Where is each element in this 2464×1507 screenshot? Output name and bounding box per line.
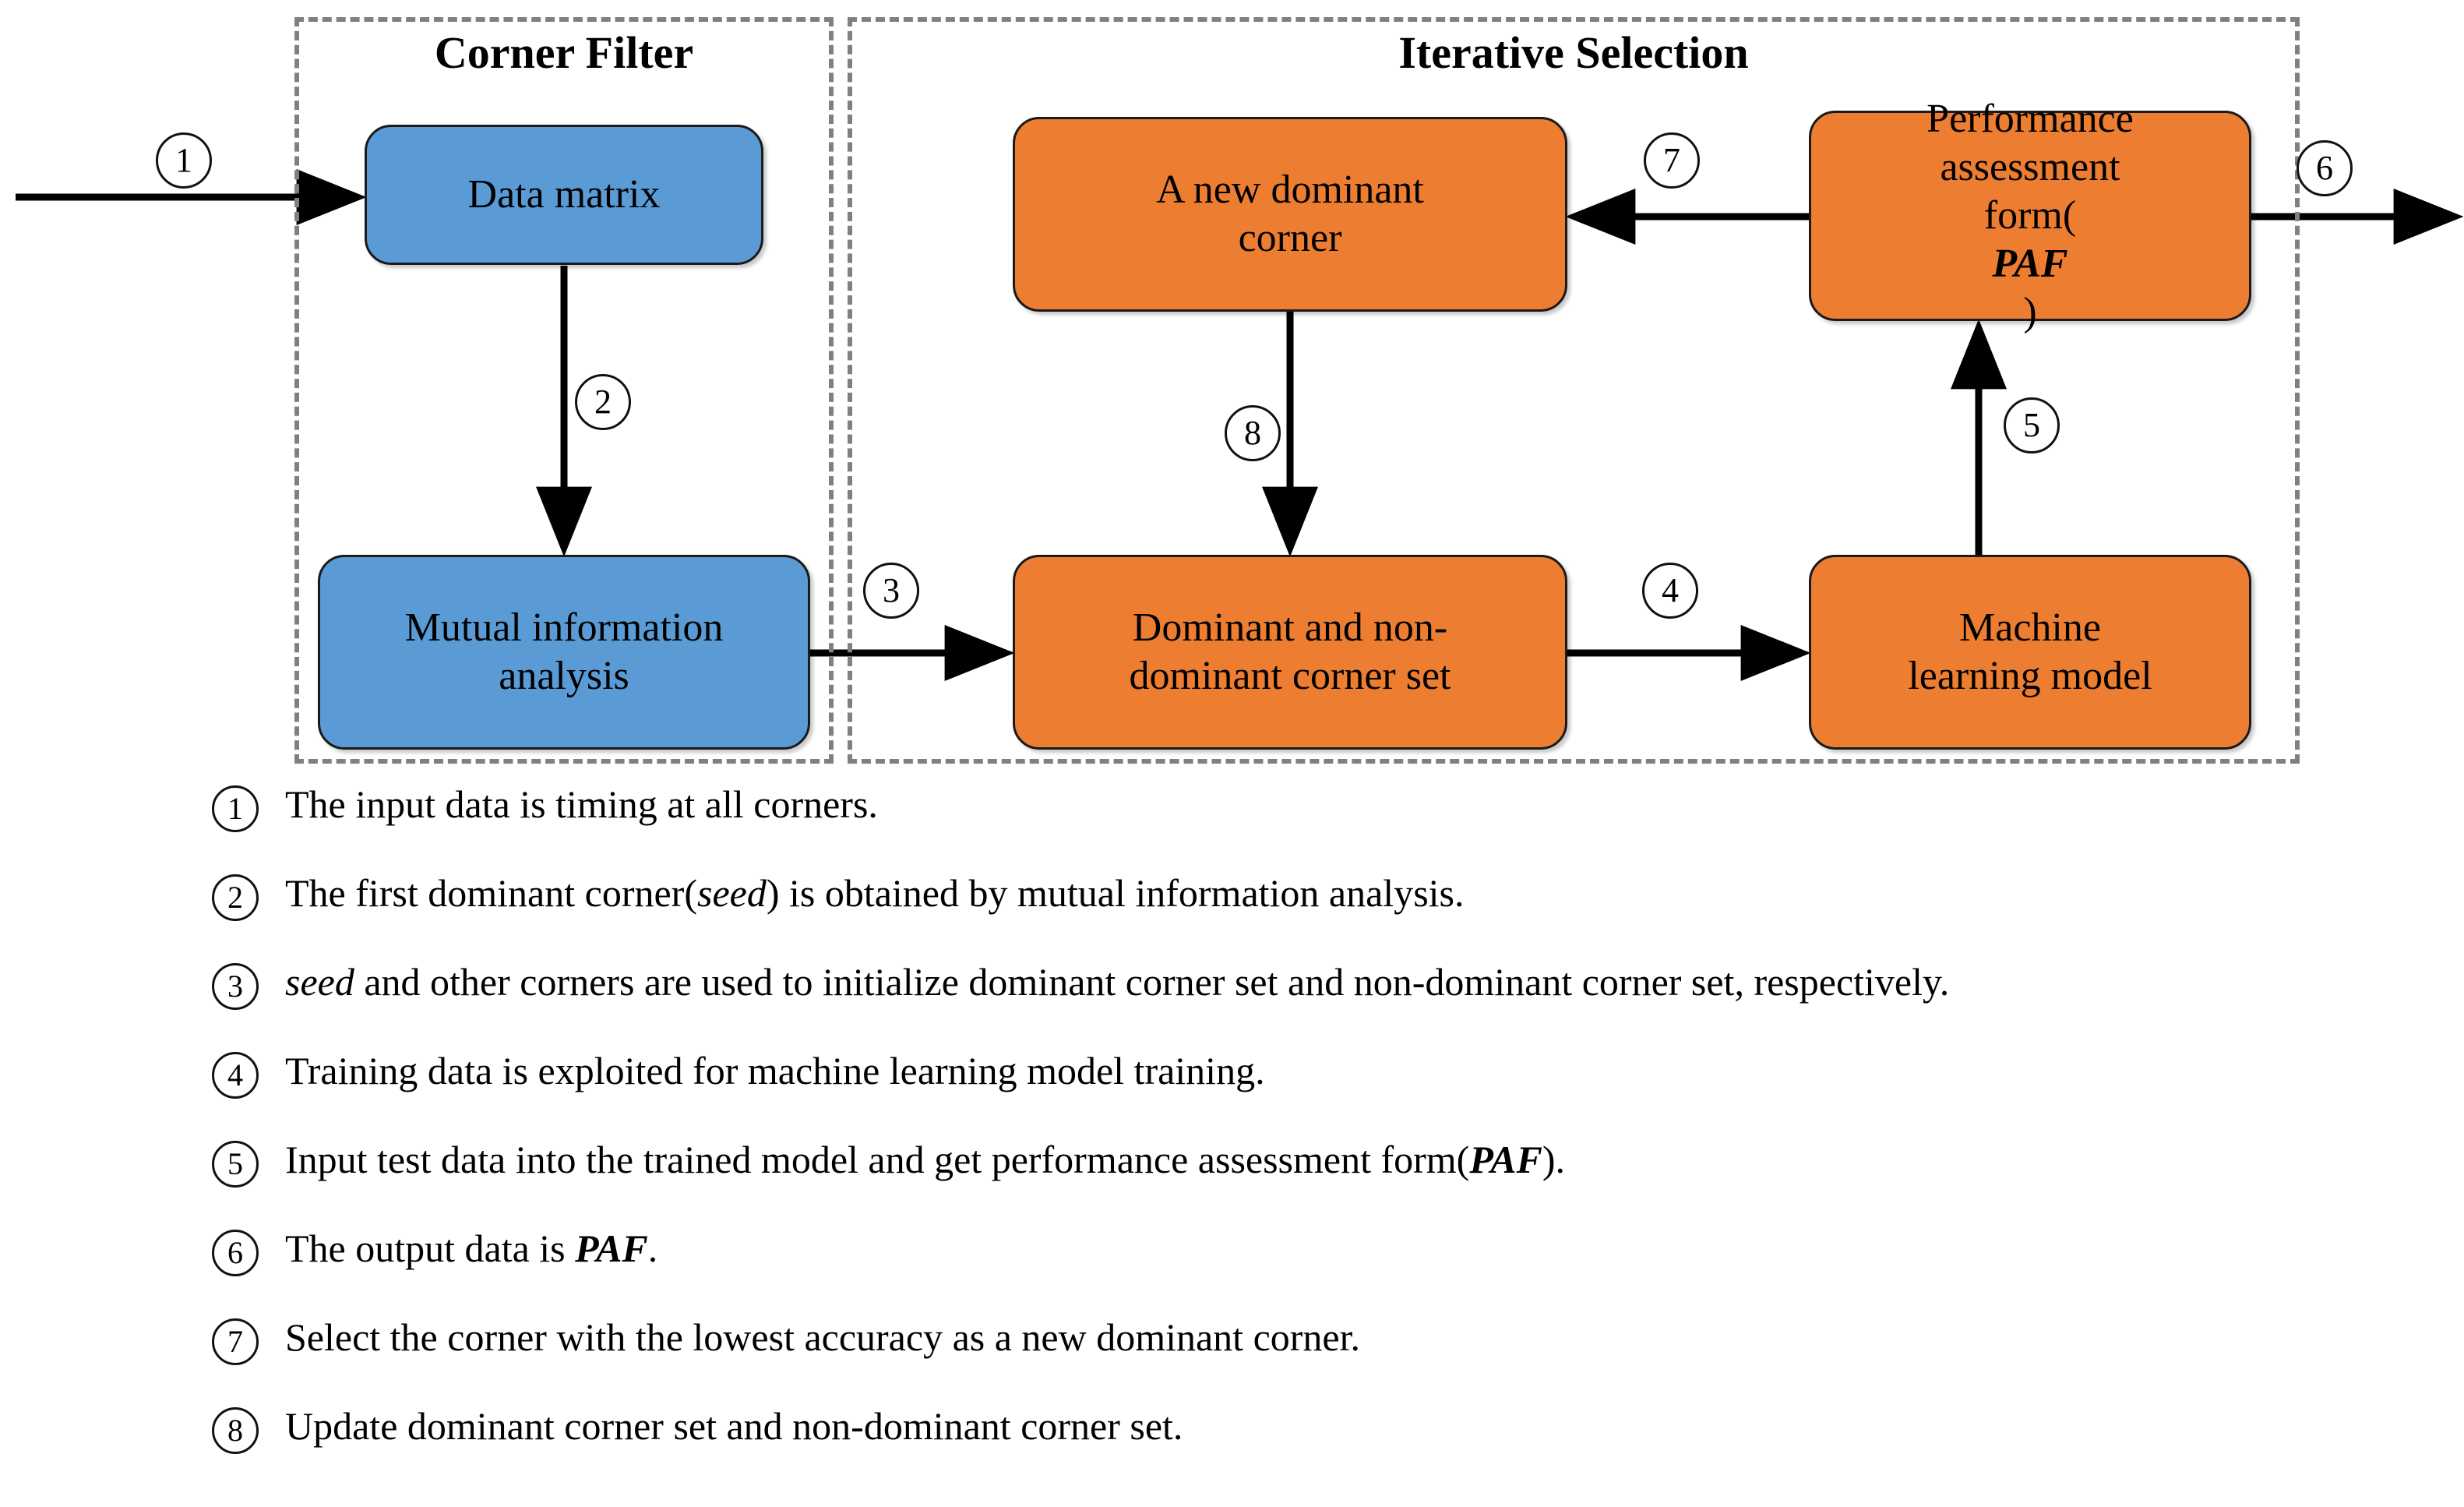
group-panel-iterative-selection [848,17,2300,764]
node-machine-learning-model[interactable]: Machine learning model [1809,555,2251,750]
legend-marker-8: 8 [212,1407,259,1454]
group-panel-corner-filter [294,17,834,764]
step-marker-4: 4 [1642,563,1698,619]
legend-item: 1 The input data is timing at all corners… [0,779,2464,868]
legend-text-8: Update dominant corner set and non-domin… [285,1404,1183,1448]
legend-text-3: seed and other corners are used to initi… [285,960,1950,1004]
legend-marker-2: 2 [212,874,259,921]
node-paf-label-line1: Performance [1926,97,2134,141]
step-marker-7: 7 [1644,132,1700,189]
node-corner-set-label-line2: dominant corner set [1129,654,1451,698]
legend-marker-6: 6 [212,1230,259,1276]
legend-marker-1: 1 [212,785,259,832]
legend-marker-5: 5 [212,1141,259,1188]
legend-text-7: Select the corner with the lowest accura… [285,1315,1361,1359]
node-a-new-dominant-corner[interactable]: A new dominant corner [1013,117,1567,312]
node-performance-assessment-form[interactable]: Performance assessment form(PAF) [1809,97,2251,334]
step-marker-5: 5 [2004,397,2060,454]
node-mutual-information-analysis[interactable]: Mutual information analysis [318,555,810,750]
node-dominant-and-non-dominant-corner-set[interactable]: Dominant and non- dominant corner set [1013,555,1567,750]
node-new-dominant-label-line2: corner [1238,216,1342,260]
legend-marker-7: 7 [212,1318,259,1365]
legend-text-4: Training data is exploited for machine l… [285,1049,1265,1092]
legend-item: 4 Training data is exploited for machine … [0,1046,2464,1135]
legend-marker-4: 4 [212,1052,259,1099]
legend-item: 5 Input test data into the trained model … [0,1135,2464,1223]
node-paf-label-line2: assessment [1940,145,2120,189]
legend-item: 7 Select the corner with the lowest accur… [0,1312,2464,1401]
node-mutual-info-label-line1: Mutual information [404,605,724,650]
node-corner-set-label-line1: Dominant and non- [1132,605,1448,650]
flowchart-diagram: Corner Filter Iterative Selection Data m… [16,17,2464,764]
legend-list: 1 The input data is timing at all corners… [0,779,2464,1490]
node-ml-model-label-line2: learning model [1908,654,2152,698]
legend-item: 2 The first dominant corner(seed) is obta… [0,868,2464,957]
node-ml-model-label-line1: Machine [1959,605,2101,650]
node-mutual-info-label-line2: analysis [499,654,629,698]
arrow-layer [16,169,2464,681]
step-marker-3: 3 [863,563,919,619]
legend-text-1: The input data is timing at all corners. [285,782,878,826]
step-marker-6: 6 [2297,140,2353,196]
node-paf-label-line3: form(PAF) [1983,193,2077,334]
legend-marker-3: 3 [212,963,259,1010]
node-data-matrix[interactable]: Data matrix [365,125,763,265]
legend-text-5: Input test data into the trained model a… [285,1138,1566,1181]
node-data-matrix-label: Data matrix [467,172,661,217]
legend-text-6: The output data is PAF. [285,1226,658,1270]
step-marker-8: 8 [1225,405,1281,461]
step-marker-1: 1 [156,132,212,189]
legend-text-2: The first dominant corner(seed) is obtai… [285,871,1465,915]
node-new-dominant-label-line1: A new dominant [1156,168,1424,212]
group-title-iterative-selection: Iterative Selection [1398,27,1749,78]
step-marker-2: 2 [575,374,631,430]
legend-item: 8 Update dominant corner set and non-domi… [0,1401,2464,1490]
group-title-corner-filter: Corner Filter [434,27,694,78]
legend-item: 6 The output data is PAF. [0,1223,2464,1312]
legend-item: 3 seed and other corners are used to init… [0,957,2464,1046]
